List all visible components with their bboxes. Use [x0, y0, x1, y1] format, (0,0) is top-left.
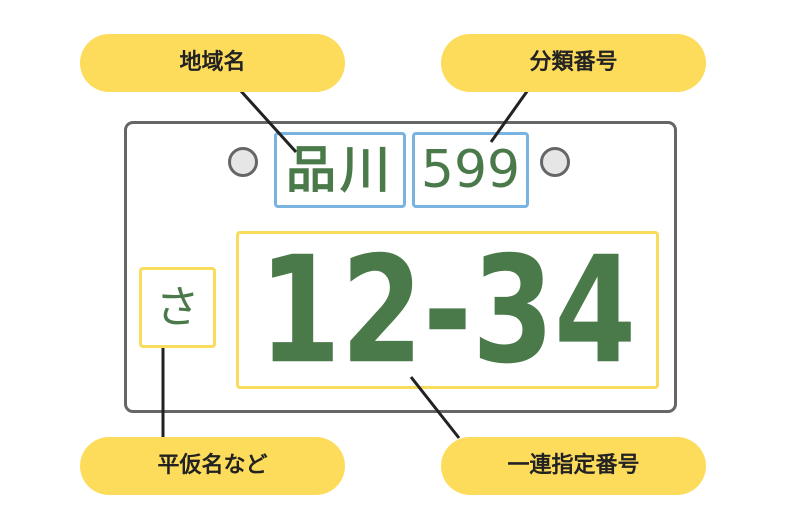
serial-number-text: 12-34: [258, 231, 637, 389]
label-region: 地域名: [80, 34, 345, 92]
license-plate: [124, 121, 677, 413]
bolt-hole-left: [228, 147, 258, 177]
connector-region: [238, 88, 298, 154]
connector-class: [489, 89, 530, 143]
region-box: 品川: [274, 132, 406, 208]
hiragana-box: さ: [139, 267, 216, 348]
serial-number-box: 12-34: [236, 231, 659, 389]
connector-serial: [409, 376, 461, 439]
class-number-box: 599: [412, 132, 529, 208]
label-hiragana: 平仮名など: [80, 437, 345, 495]
label-class-number: 分類番号: [441, 34, 706, 92]
label-serial-number: 一連指定番号: [441, 437, 706, 495]
bolt-hole-right: [540, 147, 570, 177]
